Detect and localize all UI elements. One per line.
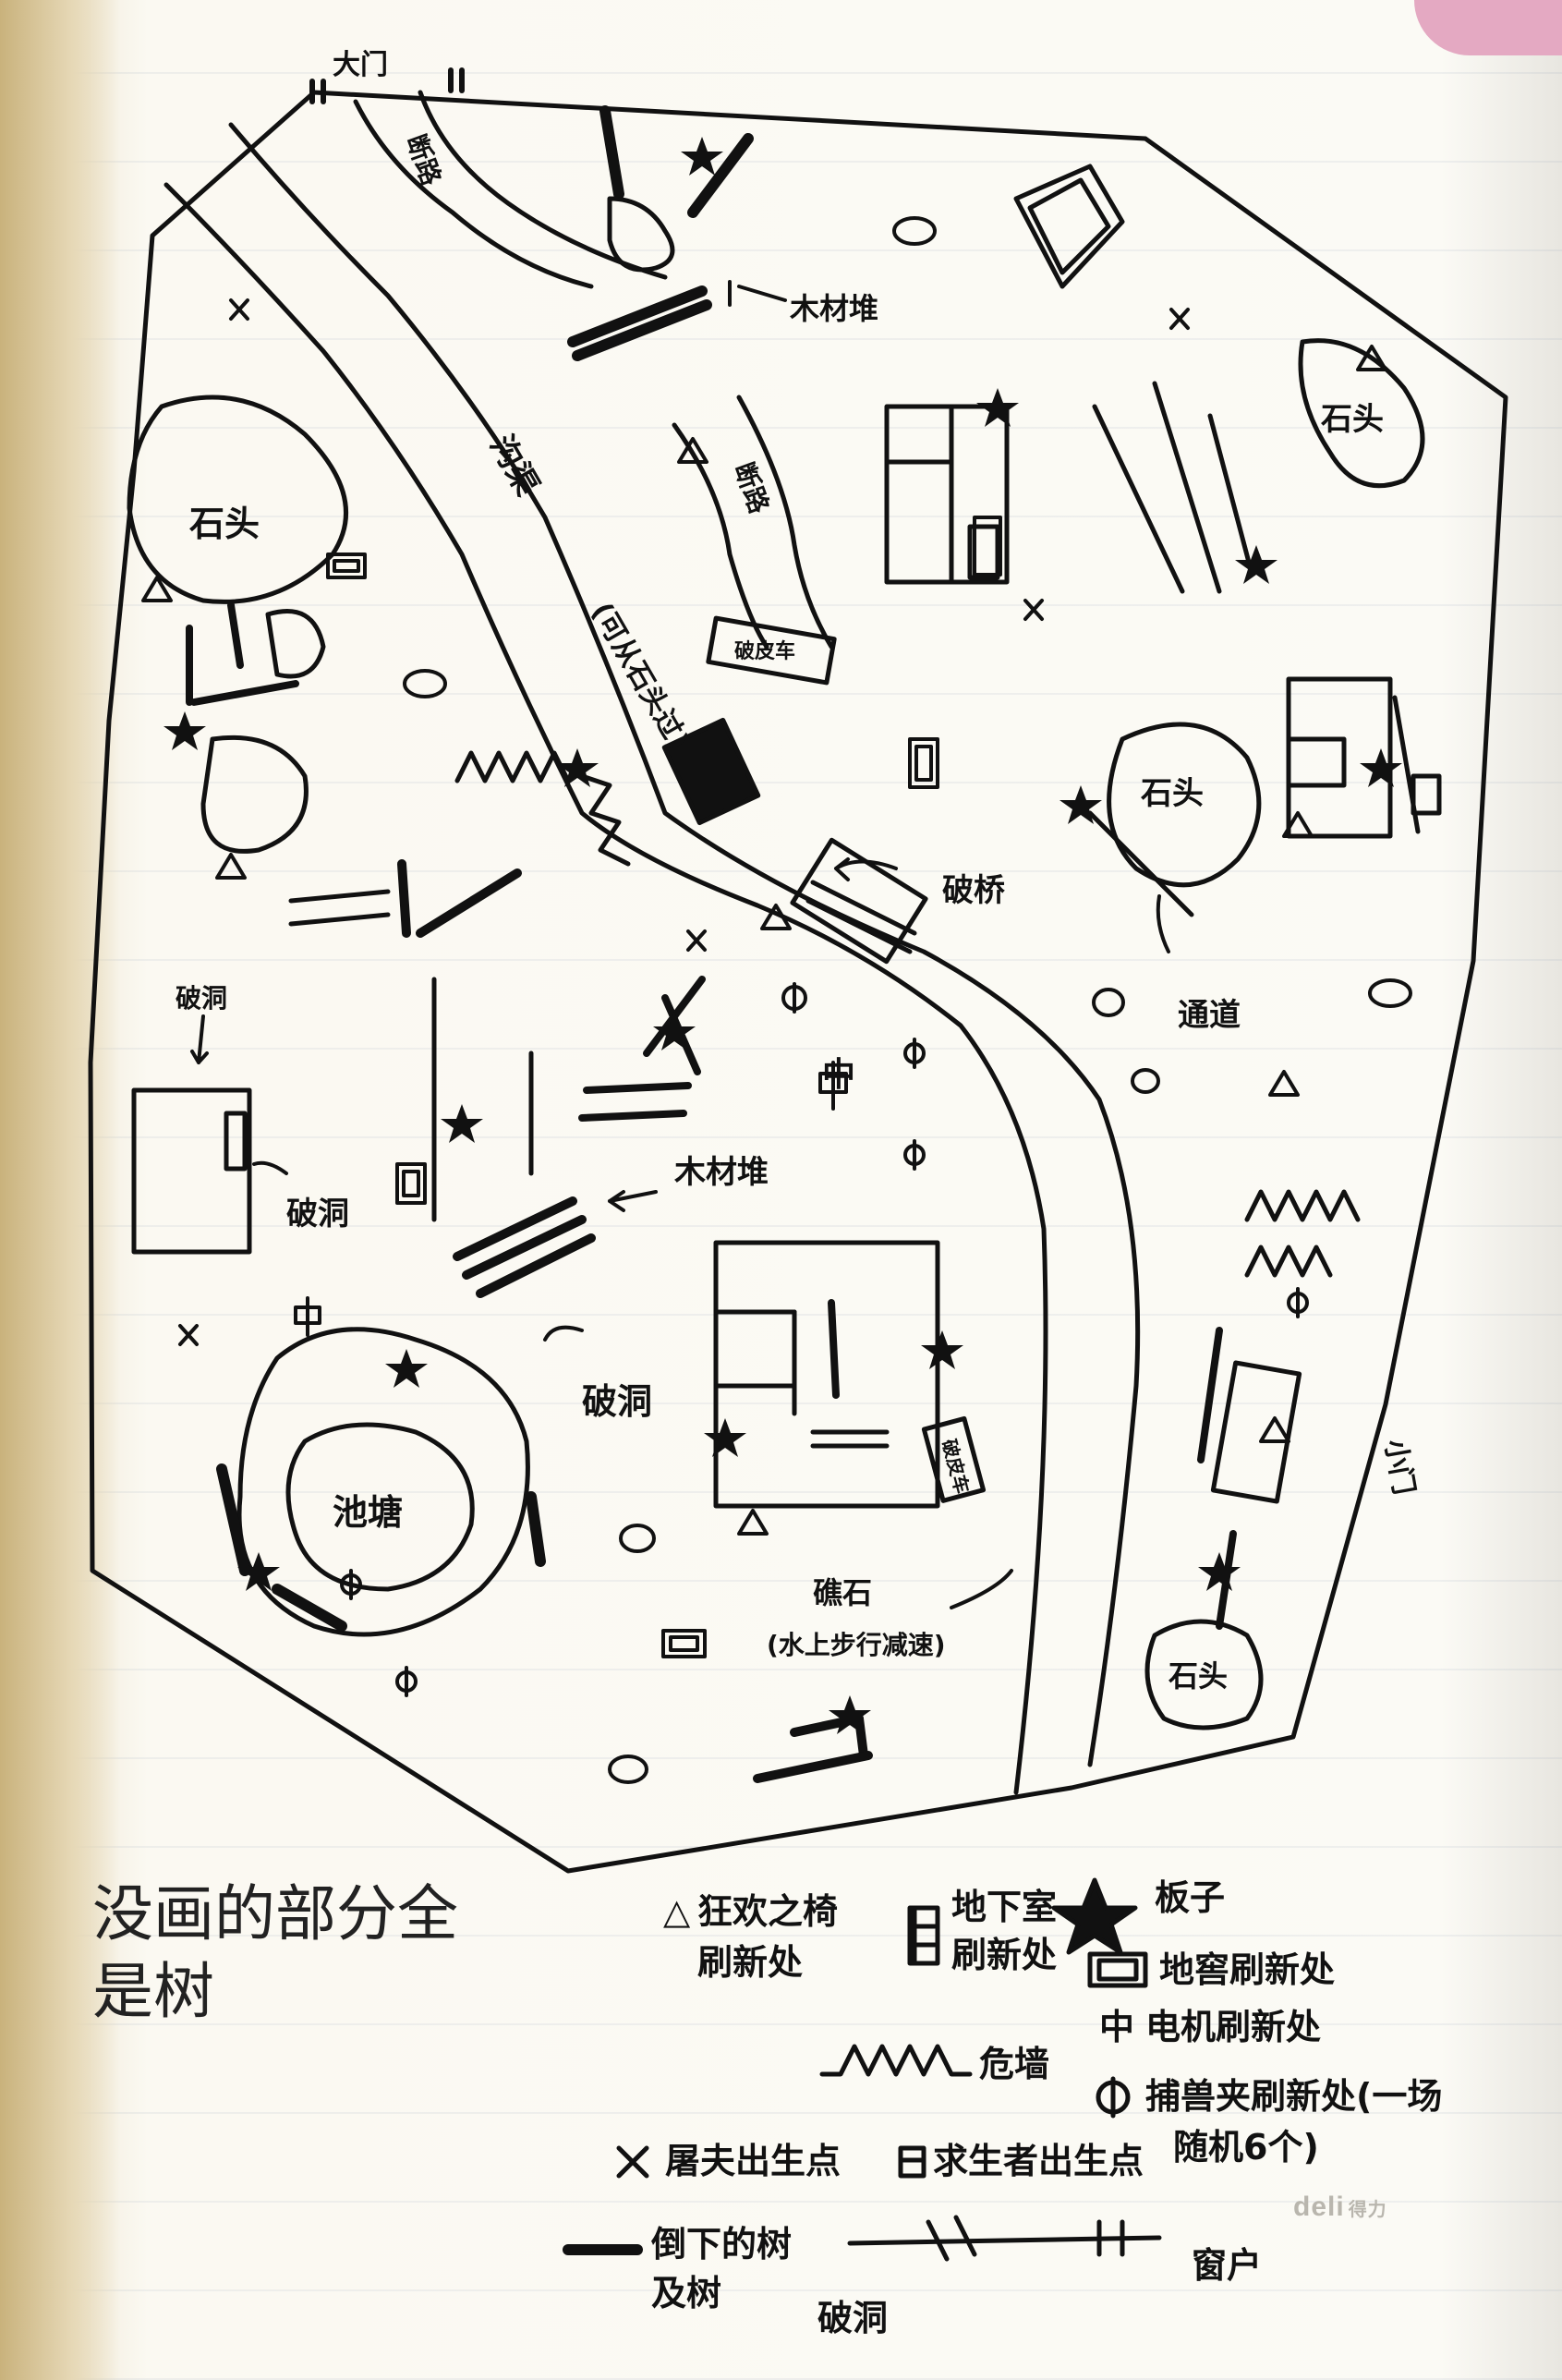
stone-crossing [661,717,761,826]
building-right [1286,676,1442,839]
label-broken-road-top: 断路 [400,130,447,190]
legend-hole-label: 破洞 [817,2298,889,2338]
label-passage: 通道 [1178,997,1241,1034]
rock-top-pond [607,196,675,273]
legend-fallen-tree-label-2: 及树 [651,2273,722,2313]
broken-road-top [353,90,668,289]
label-middle: 中 [822,1056,855,1094]
legend-fallen-tree-label-1: 倒下的树 [651,2224,793,2265]
basement-markers [224,516,1002,1171]
label-small-gate: 小门 [1378,1437,1420,1497]
fence-center-left [288,859,522,938]
pallet-pond-right [526,1491,546,1567]
legend-window-label: 窗户 [1192,2245,1263,2286]
rock-bottom-right [1144,1619,1264,1730]
legend-basement-label-1: 地下室 [951,1887,1058,1927]
legend-survivor-label: 求生者出生点 [933,2141,1144,2181]
legend-trap-label-2: 随机6个) [1173,2127,1319,2168]
killer-spawn-markers [178,298,1190,1346]
broken-car [706,615,837,686]
generator-markers [294,1061,848,1337]
pallet-left [186,601,299,706]
ditch-river [228,122,1141,1767]
legend-generator-label: 电机刷新处 [1145,2007,1322,2047]
passage-line [1087,810,1194,917]
pallet-triangle [578,976,706,1122]
legend-cellar-label: 地窖刷新处 [1159,1949,1336,1990]
legend-trap-label-1: 捕兽夹刷新处(一场 [1145,2076,1443,2117]
pallet-center [828,1299,840,1399]
label-stepping-stones: 礁石 [813,1575,872,1610]
pallet-star-markers [163,137,1402,1734]
chair-markers [141,345,1387,1536]
danger-wall-2 [579,773,631,867]
label-broken-car: 破皮车 [734,639,795,663]
notebook-binding [0,0,120,2380]
brand-logo: deli [1293,2192,1345,2222]
label-ditch: 沟渠 [482,430,546,503]
broken-bridge [790,837,928,965]
label-hole-left: 破洞 [176,983,227,1014]
rock-left-small [265,609,326,679]
pallet-cluster-top [567,105,754,361]
note-line-1: 没画的部分全 [92,1878,458,1949]
label-rock-right-top: 石头 [1320,401,1384,438]
map-note: 没画的部分全 是树 [92,1876,517,2031]
building-top-middle [884,404,1010,585]
label-broken-car-2: 破皮车 [938,1437,974,1496]
label-rock-left: 石头 [189,504,260,544]
label-broken-bridge: 破桥 [942,872,1005,909]
pond-outer [236,1327,530,1637]
label-lumber-pile-top: 木材堆 [789,291,878,326]
legend-basement-label-2: 刷新处 [951,1935,1058,1975]
danger-wall-3 [1244,1189,1361,1222]
cellar-markers [326,552,939,1658]
note-line-2: 是树 [92,1956,214,2027]
label-hole-house: 破洞 [286,1196,349,1232]
window-walls-right [1092,381,1254,594]
pallet-pond-bottom [272,1584,347,1632]
trap-markers [340,982,1309,1697]
rock-center-right [1107,722,1262,888]
lumber-pile-mid [453,1196,596,1298]
legend-symbols [563,1877,1162,2262]
legend-chair-label-2: 刷新处 [697,1942,804,1983]
legend-generator-symbol: 中 [1099,2007,1135,2047]
pallet-pond-left [216,1463,250,1576]
building-center [713,1240,987,1509]
diamond-building [1013,164,1125,289]
legend-wall-label: 危墙 [979,2044,1050,2084]
label-rock-center-right: 石头 [1140,775,1204,812]
survivor-spawn-markers [403,216,1412,1784]
danger-wall-4 [1244,1245,1333,1278]
broken-road-mid [672,395,834,650]
label-rock-bottom-right: 石头 [1168,1658,1228,1694]
background-cloth [1414,0,1562,55]
pond-inner [285,1422,475,1592]
danger-wall-1 [454,750,571,783]
label-broken-road-mid: 断路 [728,458,775,518]
legend-chair-symbol: △ [663,1891,691,1932]
legend-chair-label-1: 狂欢之椅 [697,1891,839,1932]
rock-right-top [1298,338,1425,489]
legend-pallet-label: 板子 [1155,1877,1226,1918]
label-hole-center: 破洞 [582,1381,652,1422]
brand-name: 得力 [1348,2200,1387,2220]
label-arrows [190,280,1170,1609]
label-lumber-pile-mid: 木材堆 [673,1154,769,1191]
label-pond: 池塘 [333,1492,403,1533]
pallet-bottom [753,1714,873,1783]
pond-left-small [200,735,309,854]
rock-left [127,395,348,604]
ditch-river-bank [163,182,1048,1795]
label-main-gate: 大门 [333,49,388,81]
label-stepping-stones-note: (水上步行减速) [767,1630,946,1660]
label-bridge-note: (可从石头过) [585,598,695,756]
main-gate [309,67,465,104]
legend-killer-label: 屠夫出生点 [665,2141,842,2181]
